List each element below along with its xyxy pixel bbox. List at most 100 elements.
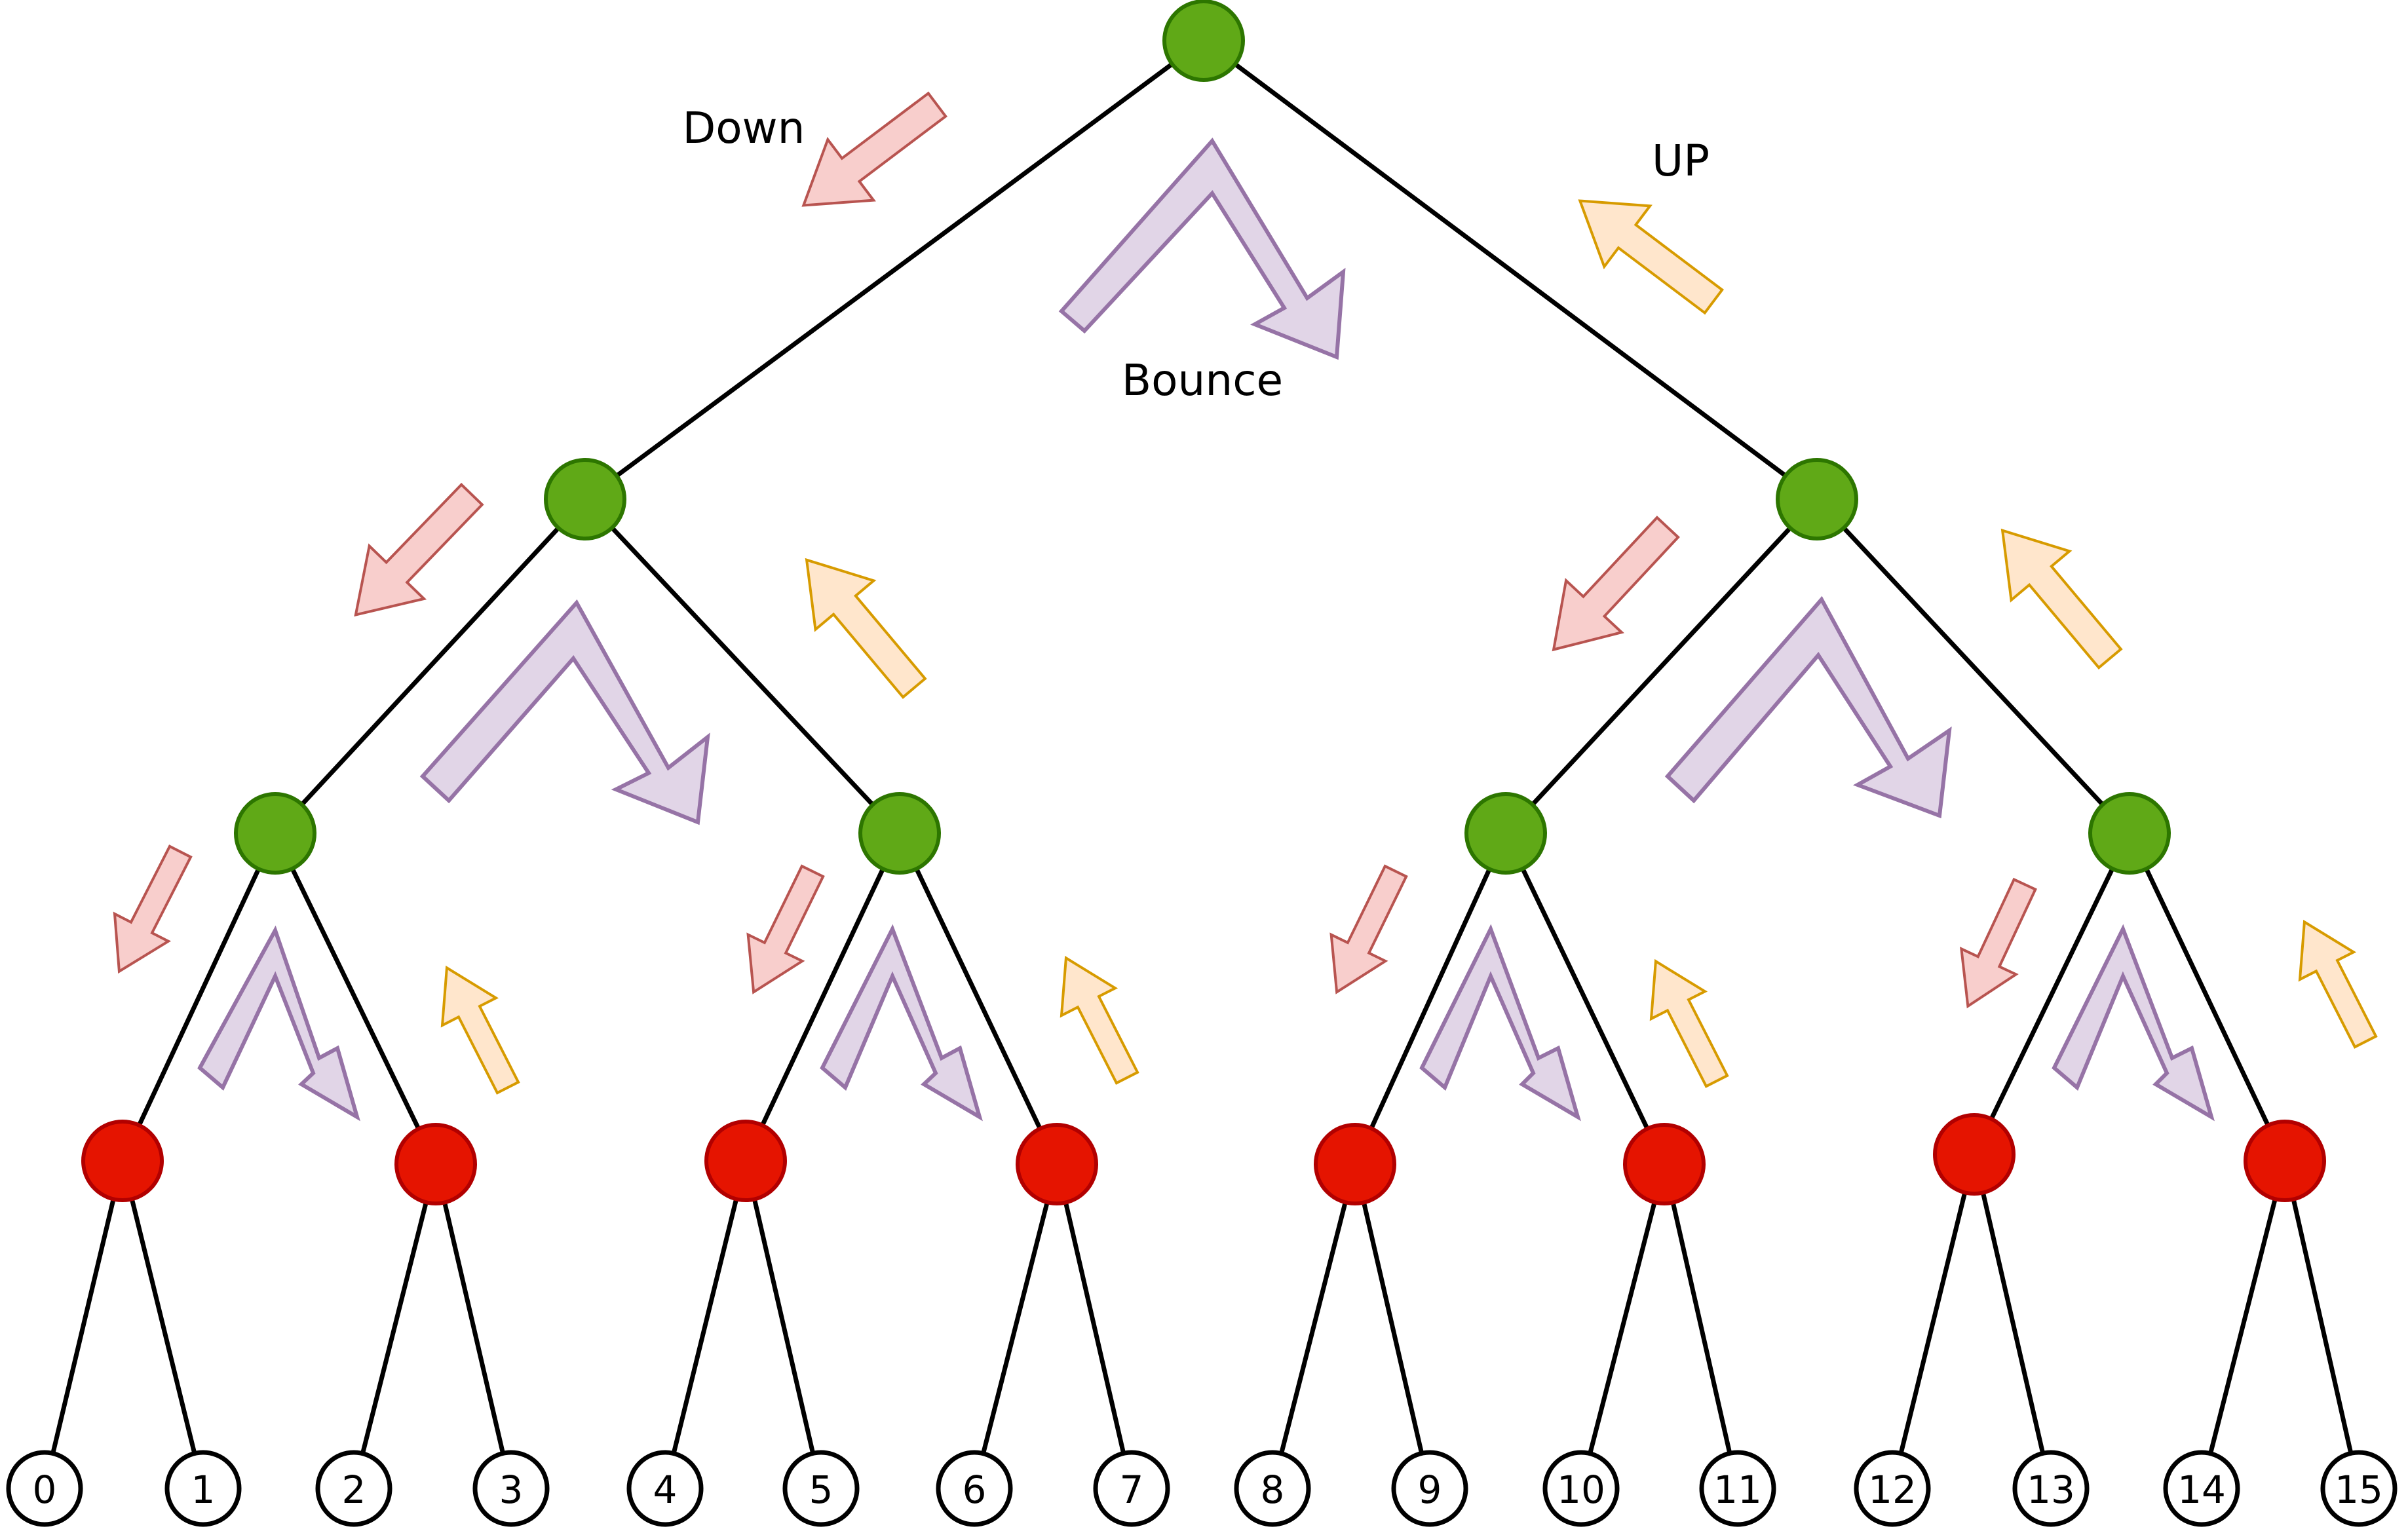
up-arrow-icon <box>418 953 536 1103</box>
leaf-node <box>6 1450 83 1527</box>
edge <box>1890 1152 1977 1491</box>
edge <box>273 831 438 1167</box>
up-arrow-icon <box>1972 504 2141 685</box>
edge <box>1972 831 2132 1157</box>
leaf-label: 9 <box>1418 1467 1442 1512</box>
edge <box>1352 1162 1432 1491</box>
edge <box>1503 831 1667 1167</box>
tree-node <box>234 792 316 875</box>
edge <box>2282 1158 2361 1491</box>
leaf-label: 10 <box>1557 1467 1605 1512</box>
leaf-node <box>626 1450 704 1527</box>
tree-node-red <box>1623 1123 1706 1205</box>
leaf-label: 11 <box>1713 1467 1762 1512</box>
edge <box>433 1162 514 1491</box>
leaf-label: 2 <box>342 1467 366 1512</box>
leaf-label: 3 <box>499 1467 524 1512</box>
edge <box>1814 497 2132 836</box>
edge <box>743 1158 824 1491</box>
edge <box>972 1162 1060 1491</box>
tree-node-red <box>1016 1123 1098 1205</box>
tree-node <box>544 458 626 540</box>
leaf-label: 13 <box>2027 1467 2075 1512</box>
edge <box>120 831 278 1164</box>
bounce-arrow-icon <box>197 925 360 1122</box>
edge <box>273 497 588 836</box>
edge <box>120 1158 206 1491</box>
tree-node-red <box>81 1120 164 1202</box>
edge <box>897 831 1060 1167</box>
up-arrow-icon <box>1627 946 1745 1096</box>
edge <box>583 38 1206 502</box>
leaf-node <box>164 1450 242 1527</box>
leaf-node <box>2012 1450 2090 1527</box>
edge <box>2127 831 2287 1164</box>
leaf-node <box>1542 1450 1620 1527</box>
up-label: UP <box>1652 136 1710 186</box>
down-arrow-icon <box>727 858 840 1006</box>
down-arrow-icon <box>1939 870 2054 1021</box>
bounce-arrow-icon <box>1664 596 1952 819</box>
tree-node-red <box>1314 1123 1396 1205</box>
down-arrow-icon <box>1524 500 1697 677</box>
tree-node-root <box>1162 0 1245 82</box>
tree-edges <box>42 38 2361 1491</box>
leaf-node <box>1854 1450 1931 1527</box>
leaf-label: 15 <box>2335 1467 2383 1512</box>
up-arrow-icon <box>2276 907 2394 1057</box>
down-arrow-icon <box>779 73 961 237</box>
tree-node-red <box>704 1120 787 1202</box>
leaf-label: 12 <box>1868 1467 1917 1512</box>
leaf-node <box>782 1450 860 1527</box>
leaf-node <box>2163 1450 2240 1527</box>
bounce-label: Bounce <box>1122 355 1283 406</box>
leaf-label: 0 <box>33 1467 57 1512</box>
down-arrow-icon <box>327 466 501 643</box>
leaf-node <box>936 1450 1013 1527</box>
leaf-label: 14 <box>2177 1467 2226 1512</box>
down-arrow-icon <box>1310 858 1423 1006</box>
up-arrow-icon <box>1037 943 1155 1093</box>
edge <box>351 1162 438 1491</box>
edge <box>662 1158 748 1491</box>
edge <box>1972 1152 2054 1491</box>
bounce-arrow-icon <box>419 599 710 825</box>
edge <box>583 497 902 836</box>
leaf-node <box>2320 1450 2398 1527</box>
edge <box>1201 38 1820 502</box>
bounce-arrow-icon <box>820 924 983 1122</box>
leaf-label: 8 <box>1261 1467 1285 1512</box>
up-arrow-icon <box>776 534 945 714</box>
leaf-node <box>315 1450 392 1527</box>
tree-node <box>1776 458 1858 540</box>
bounce-arrow-icon <box>2052 924 2215 1122</box>
edge <box>42 1158 125 1491</box>
leaf-label: 1 <box>191 1467 216 1512</box>
bounce-arrow-icon <box>1058 137 1346 360</box>
leaf-node <box>1391 1450 1468 1527</box>
edge <box>1503 497 1820 836</box>
edge <box>743 831 902 1164</box>
leaf-label: 5 <box>809 1467 833 1512</box>
up-arrow-icon <box>1556 169 1738 333</box>
leaf-label: 4 <box>653 1467 678 1512</box>
edge <box>2199 1158 2287 1491</box>
down-label: Down <box>682 103 805 153</box>
leaf-label: 6 <box>963 1467 987 1512</box>
edge <box>1270 1162 1358 1491</box>
tree-node-red <box>394 1123 477 1205</box>
tree-node <box>1464 792 1547 875</box>
leaf-node <box>1093 1450 1170 1527</box>
edge <box>1054 1162 1134 1491</box>
tree-node <box>858 792 941 875</box>
leaf-node <box>472 1450 550 1527</box>
leaf-label: 7 <box>1120 1467 1144 1512</box>
tree-node-red <box>1933 1113 2016 1196</box>
down-arrow-icon <box>90 837 208 987</box>
tree-node <box>2088 792 2171 875</box>
tree-node-red <box>2244 1120 2326 1202</box>
leaf-node <box>1234 1450 1311 1527</box>
leaf-node <box>1699 1450 1776 1527</box>
edge <box>1352 831 1508 1167</box>
